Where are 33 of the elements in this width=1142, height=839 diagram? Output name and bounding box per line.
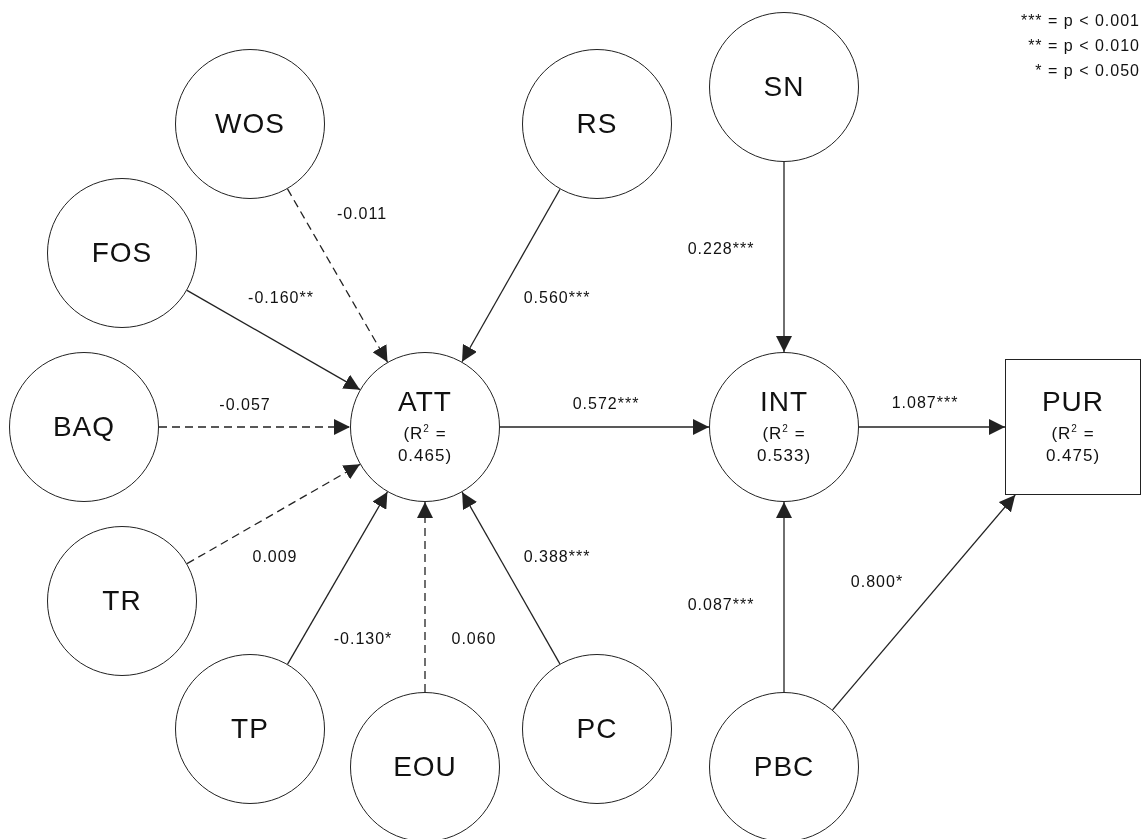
- construct-label: PBC: [753, 751, 815, 783]
- significance-note: * = p < 0.050: [1035, 62, 1140, 80]
- construct-label: EOU: [393, 751, 457, 783]
- r-squared-label: (R$^{2}$ = 0.465): [396, 421, 454, 467]
- path-arrow: [831, 494, 1016, 711]
- path-arrow: [776, 501, 792, 693]
- path-arrow: [858, 419, 1006, 435]
- path-arrow: [461, 188, 561, 363]
- r-squared-label: (R$^{2}$ = 0.533): [755, 421, 813, 467]
- construct-label: PUR: [1041, 387, 1105, 418]
- path-arrow: [417, 501, 433, 693]
- construct-label: WOS: [215, 108, 285, 140]
- construct-label: TR: [102, 585, 142, 617]
- outcome-box: [1005, 359, 1141, 495]
- path-arrow: [776, 161, 792, 353]
- r-squared-label: (R$^{2}$ = 0.475): [1044, 421, 1102, 467]
- construct-label: RS: [576, 108, 618, 140]
- construct-label: INT: [759, 387, 809, 418]
- construct-label: ATT: [398, 387, 452, 418]
- construct-label: TP: [231, 713, 269, 745]
- path-arrow: [286, 188, 389, 363]
- path-arrow: [186, 289, 361, 391]
- construct-label: FOS: [91, 237, 153, 269]
- path-arrow: [186, 463, 361, 565]
- construct-label: SN: [763, 71, 805, 103]
- path-arrow: [499, 419, 710, 435]
- significance-note: ** = p < 0.010: [1028, 37, 1140, 55]
- construct-label: BAQ: [52, 411, 116, 443]
- path-arrow: [286, 491, 389, 665]
- path-arrow: [158, 419, 351, 435]
- significance-note: *** = p < 0.001: [1020, 12, 1140, 30]
- construct-label: PC: [576, 713, 618, 745]
- path-arrow: [461, 491, 561, 665]
